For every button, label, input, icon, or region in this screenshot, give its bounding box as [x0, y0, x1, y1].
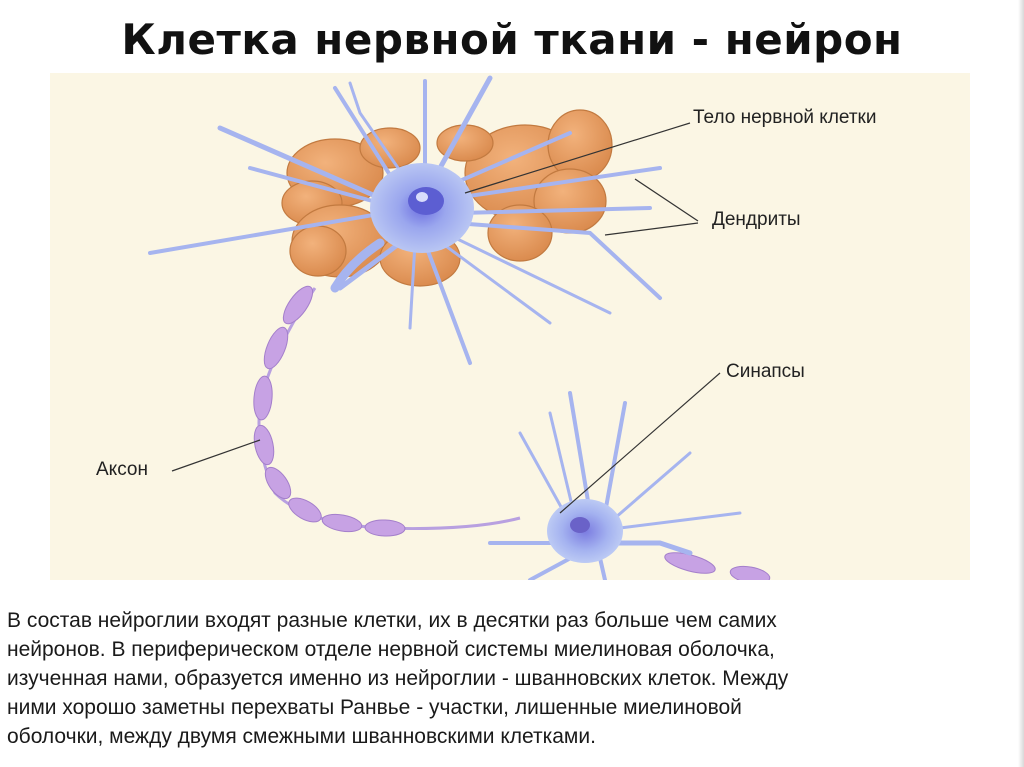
axon — [257, 287, 521, 531]
caption-line: нейронов. В периферическом отделе нервно… — [7, 638, 775, 661]
slide-edge — [1018, 0, 1024, 767]
myelin-sheath — [253, 285, 771, 580]
neuron-illustration — [148, 75, 771, 580]
nucleolus — [416, 192, 428, 202]
caption-line: ними хорошо заметны перехваты Ранвье - у… — [7, 696, 742, 719]
slide-title: Клетка нервной ткани - нейрон — [121, 15, 903, 64]
second-neuron-dendrites — [488, 391, 742, 580]
label-synapses: Синапсы — [726, 361, 805, 382]
caption-line: В состав нейроглии входят разные клетки,… — [7, 609, 777, 632]
caption-line: изученная нами, образуется именно из ней… — [7, 667, 789, 690]
second-neuron-nucleus — [570, 517, 590, 533]
label-dendrites: Дендриты — [712, 209, 801, 230]
dendrites — [148, 75, 662, 365]
caption-line: оболочки, между двумя смежными шванновск… — [7, 725, 596, 748]
axon-hillock — [330, 238, 385, 293]
leader-lines — [171, 122, 721, 514]
caption-text: В состав нейроглии входят разные клетки,… — [7, 606, 997, 751]
label-cell-body: Тело нервной клетки — [693, 107, 877, 128]
label-axon: Аксон — [96, 459, 148, 480]
neuron-diagram: Тело нервной клетки Дендриты Синапсы Акс… — [50, 73, 970, 580]
neuron-nucleus — [408, 187, 444, 215]
